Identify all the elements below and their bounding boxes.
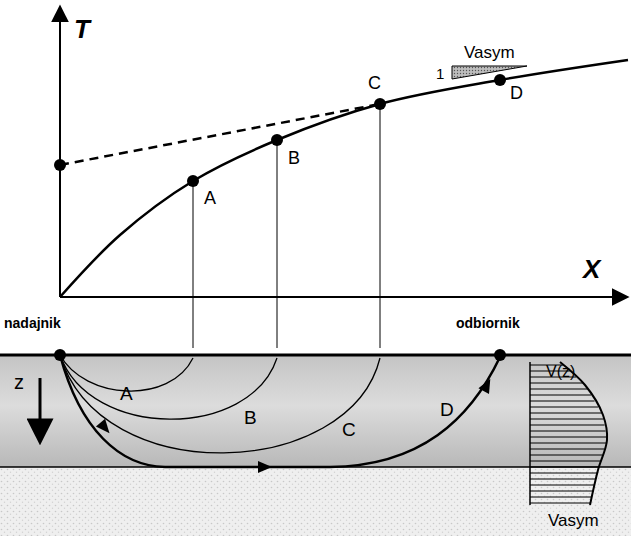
ray-label: A [120,384,133,403]
profile-hatch [530,431,606,432]
point-label: D [510,84,523,102]
travel-time-curve [60,60,628,297]
profile-hatch [530,425,605,426]
refracted-ray [60,355,500,467]
source-label: nadajnik [4,316,61,330]
point-dot [271,134,283,146]
ground-section [0,355,631,536]
axis-label: T [74,16,90,42]
ray-arrowhead [258,461,272,473]
profile-hatch [530,473,597,474]
profile-hatch [530,485,595,486]
profile-hatch [530,443,606,444]
slope-label: 1 [436,66,444,81]
profile-hatch [530,419,604,420]
profile-hatch [530,383,583,384]
profile-hatch [530,467,599,468]
points [54,74,506,361]
profile-label: V(z) [546,364,575,380]
axis-label: X [583,256,600,282]
ray-path [60,355,380,453]
profile-curve [560,362,607,505]
velocity-label: Vasym [548,512,599,529]
profile-hatch [530,503,590,504]
profile-hatch [530,497,592,498]
velocity-label: Vasym [464,44,515,61]
travel-time-axes [60,8,628,348]
point-dot [494,74,506,86]
profile-hatch [530,491,593,492]
depth-label: z [14,372,24,392]
profile-hatch [530,455,603,456]
profile-hatch [530,413,602,414]
ray-label: C [342,420,356,439]
profile-hatch [530,407,598,408]
velocity-profile [530,362,607,505]
ray-label: B [244,408,257,427]
profile-hatch [530,449,604,450]
point-dot [187,175,199,187]
point-dot [54,159,66,171]
point-label: A [204,189,216,207]
point-label: C [368,74,381,92]
profile-hatch [530,461,601,462]
profile-hatch [530,401,595,402]
ray-label: D [440,400,454,419]
ray-arrowhead [478,376,495,394]
point-dot [374,98,386,110]
profile-hatch [530,395,591,396]
seismic-rays [40,355,500,473]
profile-hatch [530,479,596,480]
point-dot [54,349,66,361]
receiver-label: odbiornik [456,316,520,330]
point-dot [494,349,506,361]
depth-arrow [39,378,42,440]
profile-hatch [530,437,607,438]
profile-hatch [530,389,587,390]
point-label: B [288,149,300,167]
ray-arrowhead [96,419,114,437]
